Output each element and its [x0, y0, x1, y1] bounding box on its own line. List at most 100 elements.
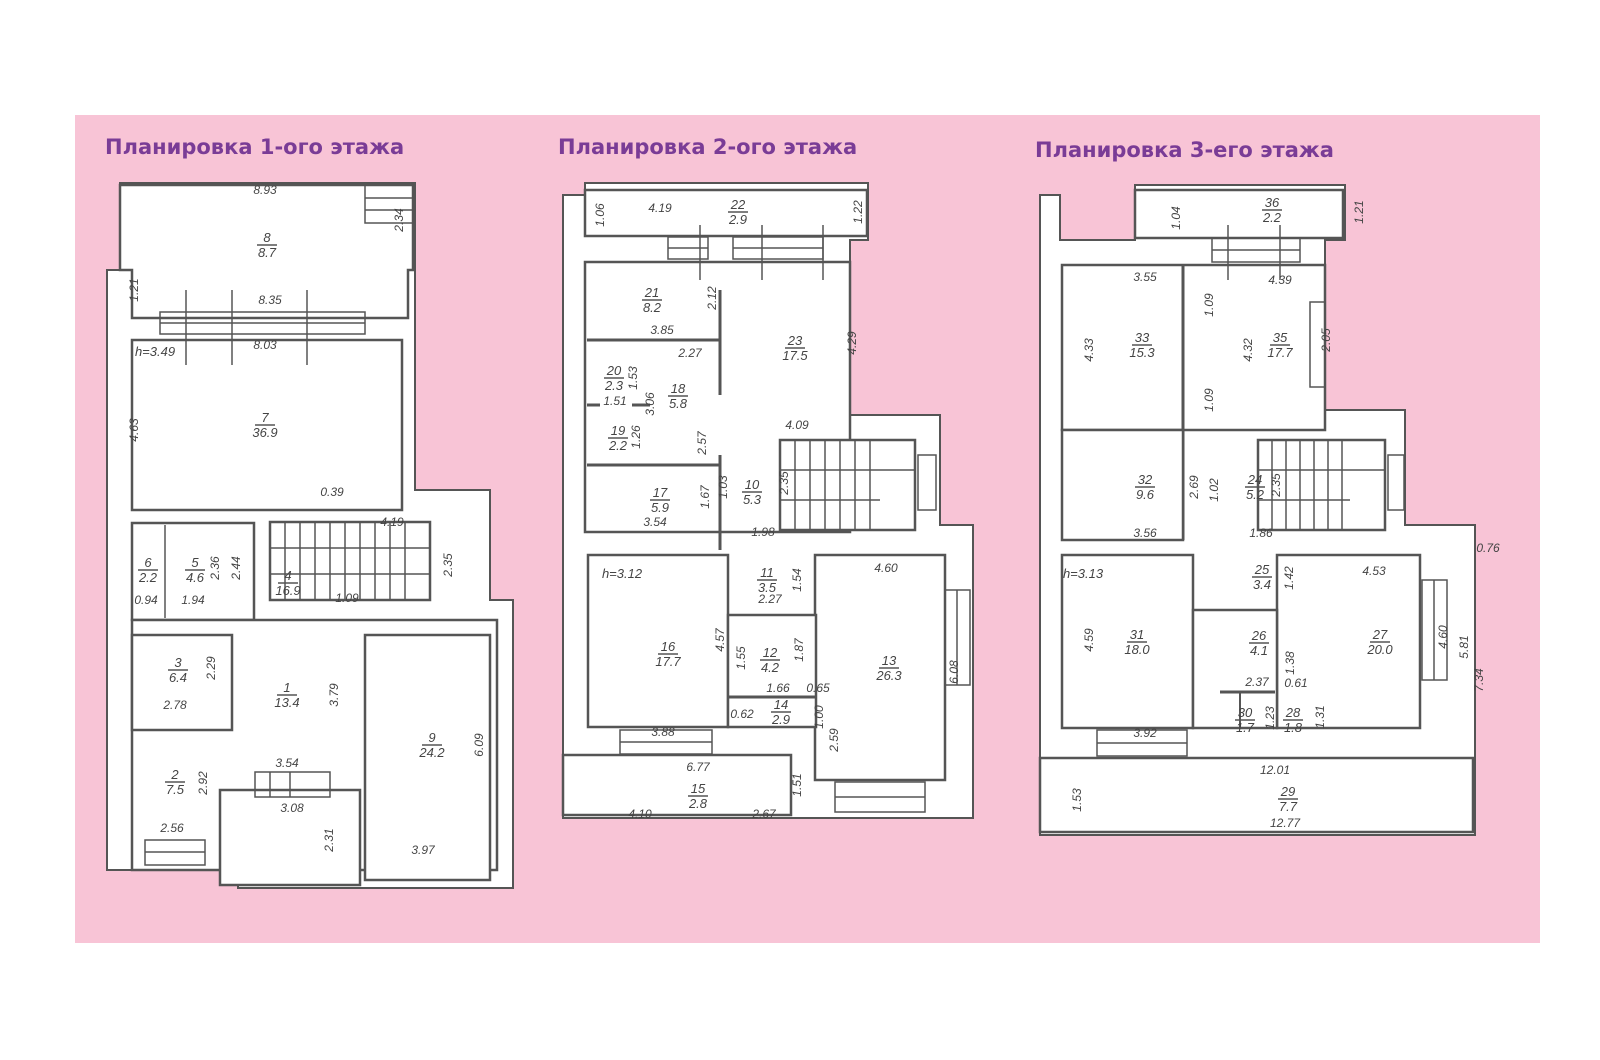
- dimension-label: 1.54: [790, 568, 804, 592]
- dimension-label: 1.98: [751, 525, 775, 539]
- room-number: 35: [1273, 330, 1288, 345]
- room-number: 21: [644, 285, 659, 300]
- room-area: 15.3: [1129, 345, 1155, 360]
- dimension-label: 2.57: [695, 430, 709, 456]
- room-area: 2.9: [771, 712, 790, 727]
- room-area: 17.7: [1267, 345, 1293, 360]
- room-number: 3: [174, 655, 182, 670]
- dimension-label: 0.65: [806, 681, 830, 695]
- rooms-26-28-30-outline: [1191, 608, 1279, 730]
- dimension-label: 2.34: [392, 208, 406, 233]
- room-number: 10: [745, 477, 760, 492]
- room-area: 5.3: [743, 492, 762, 507]
- dimension-label: 4.10: [628, 807, 652, 821]
- room-number: 8: [263, 230, 271, 245]
- dimension-label: 1.02: [1207, 478, 1221, 502]
- floor-2-plan: [561, 182, 974, 819]
- room-area: 5.9: [651, 500, 669, 515]
- dimension-label: 2.35: [441, 553, 455, 578]
- dimension-label: 4.19: [380, 515, 404, 529]
- staircase-1: [268, 520, 432, 602]
- dimension-label: 1.42: [1282, 566, 1296, 590]
- dimension-label: 6.09: [472, 733, 486, 757]
- room-number: 24: [1247, 472, 1262, 487]
- dimension-label: 4.53: [1362, 564, 1386, 578]
- dimension-label: 1.31: [1313, 705, 1327, 728]
- room-area: 36.9: [252, 425, 277, 440]
- dimension-label: 4.60: [874, 561, 898, 575]
- staircase-3: [1256, 438, 1387, 532]
- room-number: 1: [283, 680, 290, 695]
- dimension-label: 1.38: [1283, 651, 1297, 675]
- room-number: 12: [763, 645, 778, 660]
- dimension-label: 4.57: [713, 627, 727, 652]
- dimension-label: 4.39: [1268, 273, 1292, 287]
- dimension-label: 2.29: [204, 656, 218, 681]
- room-area: 7.7: [1279, 799, 1298, 814]
- room-number: 22: [730, 197, 746, 212]
- window-marks-3: [1096, 225, 1448, 757]
- room-number: 36: [1265, 195, 1280, 210]
- room-number: 29: [1280, 784, 1295, 799]
- room-number: 9: [428, 730, 435, 745]
- room-9-outline: [363, 633, 492, 882]
- room-area: 20.0: [1366, 642, 1393, 657]
- dimension-label: 3.56: [1133, 526, 1157, 540]
- room-32-outline: [1060, 428, 1185, 542]
- room-area: 5.2: [1246, 487, 1265, 502]
- dimension-label: 1.03: [716, 475, 730, 499]
- dimension-label: 4.32: [1241, 338, 1255, 362]
- dimension-label: 1.53: [626, 366, 640, 390]
- dimension-label: 2.35: [1269, 473, 1283, 498]
- room-number: 26: [1251, 628, 1267, 643]
- room-number: 5: [191, 555, 199, 570]
- dimension-label: 4.09: [785, 418, 809, 432]
- dimension-label: 2.37: [1244, 675, 1270, 689]
- room-area: 18.0: [1124, 642, 1150, 657]
- room-area: 9.6: [1136, 487, 1155, 502]
- dimension-label: 3.79: [327, 683, 341, 707]
- dimension-label: 1.04: [1169, 206, 1183, 230]
- room-16-outline: [586, 553, 730, 729]
- room-area: 13.4: [274, 695, 299, 710]
- dimension-label: 1.21: [127, 278, 141, 301]
- dimension-label: 2.36: [208, 556, 222, 581]
- dimension-label: 1.21: [1352, 200, 1366, 223]
- dimension-label: 1.67: [698, 484, 712, 509]
- room-number: 18: [671, 381, 686, 396]
- room-number: 20: [606, 363, 622, 378]
- room-area: 6.4: [169, 670, 187, 685]
- dimension-label: 3.97: [411, 843, 436, 857]
- dimension-label: 2.59: [827, 728, 841, 753]
- dimension-label: 6.77: [686, 760, 711, 774]
- dimension-label: 1.00: [812, 705, 826, 729]
- room-number: 19: [611, 423, 625, 438]
- dimension-label: 1.51: [790, 773, 804, 796]
- room-number: 13: [882, 653, 897, 668]
- dimension-label: 4.63: [127, 418, 141, 442]
- room-area: 17.7: [655, 654, 681, 669]
- entrance-stairs: [218, 788, 362, 887]
- dimension-label: 2.31: [322, 828, 336, 852]
- dimension-label: 1.53: [1070, 788, 1084, 812]
- dimension-label: 0.39: [320, 485, 344, 499]
- dimension-label: 3.54: [275, 756, 299, 770]
- dimension-label: 2.44: [229, 556, 243, 581]
- staircase-2-steps: [780, 440, 915, 530]
- dimension-label: 4.19: [648, 201, 672, 215]
- room-area: 7.5: [166, 782, 185, 797]
- dimension-label: 3.85: [650, 323, 674, 337]
- dimension-label: 1.55: [734, 646, 748, 670]
- window-marks-1: [144, 182, 414, 866]
- balcony-36: [1133, 188, 1345, 240]
- ceiling-height-label: h=3.12: [602, 566, 643, 581]
- dimension-label: 2.27: [677, 346, 703, 360]
- dimension-label: 3.06: [643, 392, 657, 416]
- room-number: 30: [1238, 705, 1253, 720]
- room-area: 16.9: [275, 583, 300, 598]
- room-number: 15: [691, 781, 706, 796]
- ceiling-height-label: h=3.13: [1063, 566, 1104, 581]
- rooms-5-6-outline: [130, 521, 256, 622]
- room-area: 26.3: [875, 668, 902, 683]
- room-area: 8.2: [643, 300, 662, 315]
